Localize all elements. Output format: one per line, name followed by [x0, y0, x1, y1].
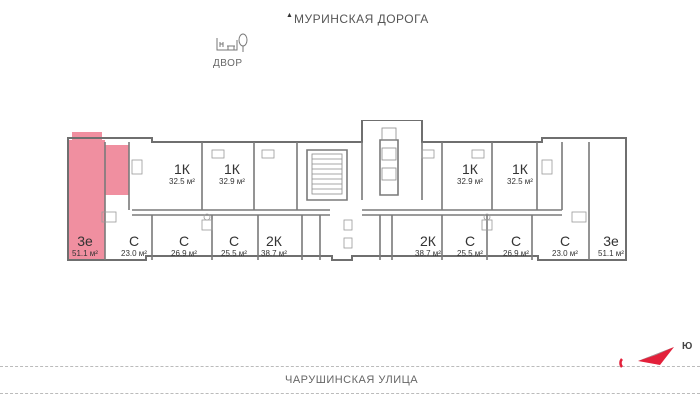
- apartment-area: 32.9 м²: [219, 177, 245, 186]
- apartment-type: 3е: [603, 233, 619, 249]
- apartment-area: 25.5 м²: [457, 249, 483, 258]
- floor-plan: [67, 120, 627, 261]
- street-label-bottom: ЧАРУШИНСКАЯ УЛИЦА: [285, 374, 419, 386]
- apartment-3e-right[interactable]: 3е 51.1 м²: [594, 234, 628, 259]
- apartment-c-6[interactable]: С 23.0 м²: [541, 234, 589, 259]
- apartment-area: 51.1 м²: [598, 249, 624, 258]
- apartment-c-2[interactable]: С 26.9 м²: [164, 234, 204, 259]
- apartment-area: 38.7 м²: [261, 249, 287, 258]
- street-top-text: МУРИНСКАЯ ДОРОГА: [294, 12, 429, 26]
- apartment-type: С: [559, 233, 571, 249]
- north-arrow-icon: ▲: [286, 12, 293, 19]
- apartment-type: 1К: [174, 161, 190, 177]
- apartment-1k-4[interactable]: 1К 32.5 м²: [500, 162, 540, 187]
- apartment-area: 23.0 м²: [121, 249, 147, 258]
- apartment-type: С: [510, 233, 522, 249]
- selected-apartment-highlight[interactable]: [68, 132, 129, 260]
- apartment-type: С: [128, 233, 140, 249]
- street-line-top: [0, 366, 700, 367]
- apartment-type: 2К: [266, 233, 282, 249]
- apartment-type: 1К: [462, 161, 478, 177]
- street-line-bottom: [0, 393, 700, 394]
- elevator-icon: [381, 127, 397, 181]
- apartment-2k-2[interactable]: 2К 38.7 м²: [408, 234, 448, 259]
- apartment-type: 1К: [512, 161, 528, 177]
- apartment-3e-left[interactable]: 3е 51.1 м²: [68, 234, 102, 259]
- apartment-type: 2К: [420, 233, 436, 249]
- apartment-1k-1[interactable]: 1К 32.5 м²: [162, 162, 202, 187]
- apartment-type: С: [178, 233, 190, 249]
- apartment-area: 26.9 м²: [503, 249, 529, 258]
- street-label-top: МУРИНСКАЯ ДОРОГА: [285, 12, 429, 26]
- apartment-c-3[interactable]: С 25.5 м²: [214, 234, 254, 259]
- apartment-2k-1[interactable]: 2К 38.7 м²: [254, 234, 294, 259]
- yard-label: ДВОР: [213, 58, 243, 69]
- apartment-c-4[interactable]: С 25.5 м²: [450, 234, 490, 259]
- apartment-1k-2[interactable]: 1К 32.9 м²: [212, 162, 252, 187]
- apartment-1k-3[interactable]: 1К 32.9 м²: [450, 162, 490, 187]
- compass-icon: [619, 347, 674, 368]
- apartment-area: 32.5 м²: [169, 177, 195, 186]
- apartment-area: 38.7 м²: [415, 249, 441, 258]
- apartment-area: 51.1 м²: [72, 249, 98, 258]
- compass-south-label: Ю: [682, 341, 693, 352]
- apartment-area: 23.0 м²: [552, 249, 578, 258]
- apartment-type: С: [228, 233, 240, 249]
- apartment-c-1[interactable]: С 23.0 м²: [110, 234, 158, 259]
- apartment-area: 32.5 м²: [507, 177, 533, 186]
- apartment-area: 32.9 м²: [457, 177, 483, 186]
- yard-icon: [216, 33, 248, 52]
- staircase-icon: [311, 153, 343, 195]
- apartment-type: С: [464, 233, 476, 249]
- apartment-c-5[interactable]: С 26.9 м²: [496, 234, 536, 259]
- apartment-area: 25.5 м²: [221, 249, 247, 258]
- apartment-type: 1К: [224, 161, 240, 177]
- apartment-type: 3е: [77, 233, 93, 249]
- apartment-area: 26.9 м²: [171, 249, 197, 258]
